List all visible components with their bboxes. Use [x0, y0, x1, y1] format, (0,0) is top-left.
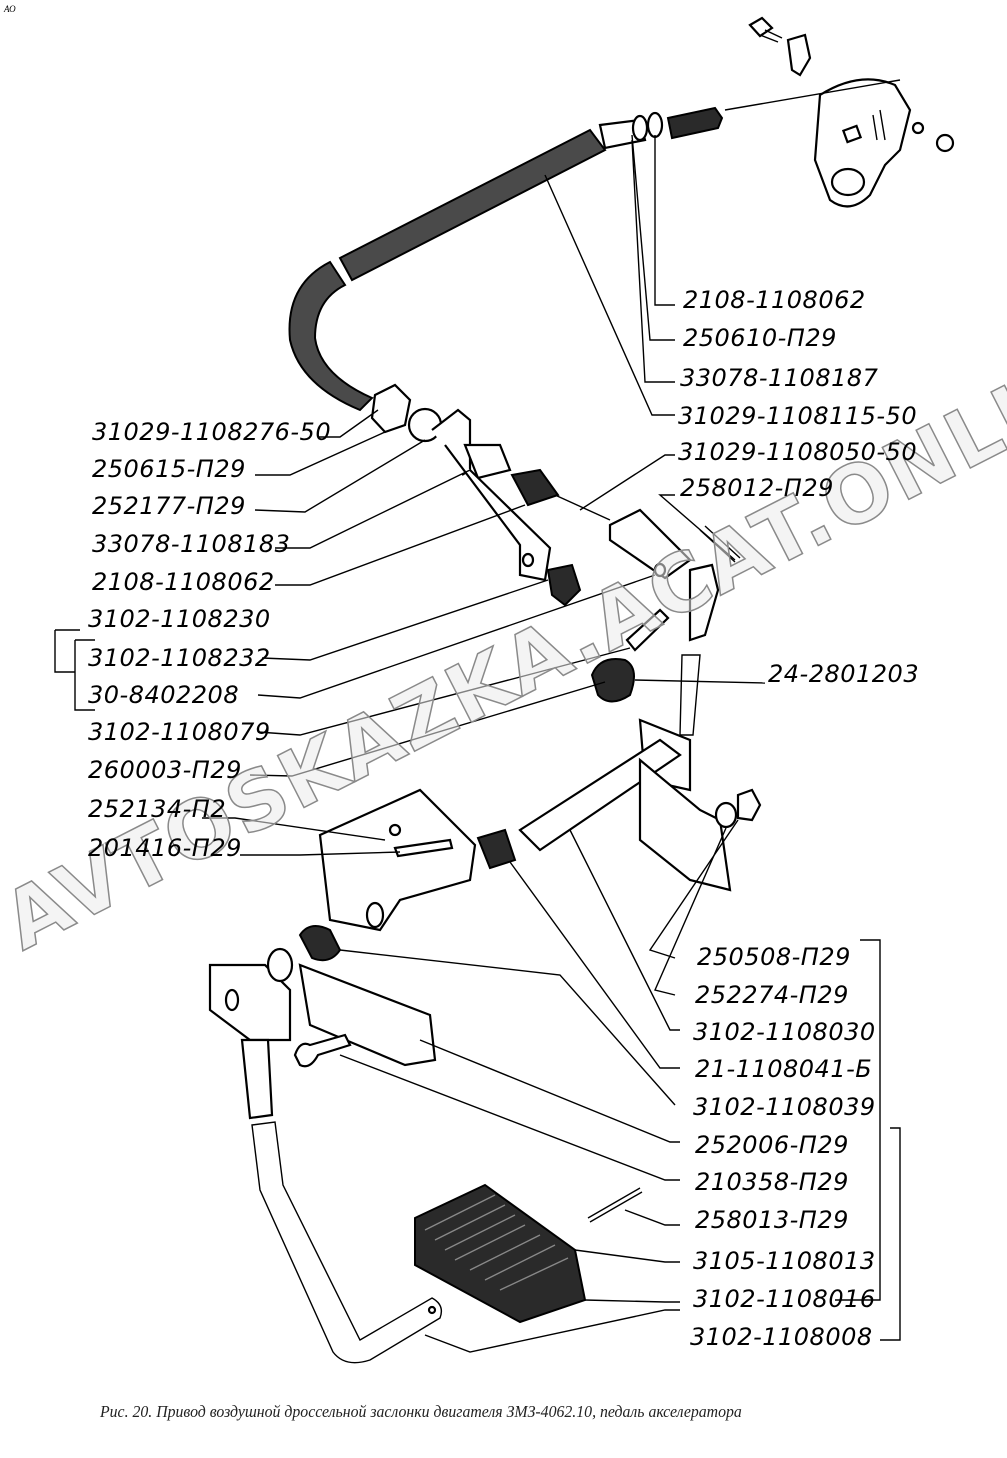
rubber-bushing — [546, 563, 582, 607]
pin — [625, 608, 670, 652]
pedal-mount-bracket — [318, 788, 477, 932]
lock-nut-and-washer — [370, 383, 472, 476]
part-label: 21-1108041-Б — [695, 1055, 873, 1083]
part-label: 250508-П29 — [697, 943, 851, 971]
pedal-axle-bolt — [293, 1033, 352, 1068]
part-label: 33078-1108187 — [680, 364, 879, 392]
part-label: 3102-1108008 — [690, 1323, 873, 1351]
pedal-lever-upper — [518, 563, 732, 892]
cable-bracket — [444, 444, 552, 582]
clip-nut — [786, 33, 812, 77]
pedal-pad — [414, 1183, 587, 1324]
part-label: 30-8402208 — [88, 681, 240, 709]
part-label: 258012-П29 — [680, 474, 834, 502]
part-label: 33078-1108183 — [92, 530, 291, 558]
part-label: 3102-1108230 — [88, 605, 271, 633]
part-label: 31029-1108276-50 — [92, 418, 332, 446]
adjuster-sleeve — [463, 443, 611, 521]
cotter-pin-top — [699, 525, 741, 563]
part-label: 201416-П29 — [88, 834, 242, 862]
bushing-upper — [476, 828, 517, 870]
part-label: 3102-1108016 — [693, 1285, 876, 1313]
part-label: 250610-П29 — [683, 324, 837, 352]
part-label: 2108-1108062 — [683, 286, 866, 314]
bolt — [748, 16, 783, 43]
leader-lines — [54, 134, 901, 1353]
washer-and-nut — [714, 788, 762, 829]
part-label: 3102-1108030 — [693, 1018, 876, 1046]
part-label: 250615-П29 — [92, 455, 246, 483]
cable-sheath — [288, 128, 607, 412]
part-label: 260003-П29 — [88, 756, 242, 784]
corner-mark: АО — [4, 4, 16, 14]
part-label: 252177-П29 — [92, 492, 246, 520]
part-label: 210358-П29 — [695, 1168, 849, 1196]
throttle-lever-bracket — [813, 78, 912, 208]
part-label: 3102-1108232 — [88, 644, 271, 672]
bushing-lower — [298, 925, 342, 962]
part-label: 252134-П2 — [88, 795, 227, 823]
cable-end-fittings — [598, 106, 724, 150]
clevis — [608, 508, 692, 580]
part-label: 252006-П29 — [695, 1131, 849, 1159]
part-label: 3105-1108013 — [693, 1247, 876, 1275]
part-label: 2108-1108062 — [92, 568, 275, 596]
pedal-lever-bracket — [208, 947, 437, 1067]
part-label: 31029-1108115-50 — [678, 402, 918, 430]
part-label: 258013-П29 — [695, 1206, 849, 1234]
part-label: 31029-1108050-50 — [678, 438, 918, 466]
retainer-ring — [911, 121, 925, 135]
part-label: 24-2801203 — [768, 660, 920, 688]
part-label: 3102-1108039 — [693, 1093, 876, 1121]
figure-caption: Рис. 20. Привод воздушной дроссельной за… — [100, 1402, 742, 1421]
pedal-stop — [590, 658, 635, 703]
nut — [935, 133, 955, 153]
part-label: 3102-1108079 — [88, 718, 271, 746]
throttle-cable-wire — [724, 79, 901, 111]
pedal-lever-lower — [240, 1038, 443, 1364]
part-label: 252274-П29 — [695, 981, 849, 1009]
cotter-pin-bottom — [587, 1187, 643, 1223]
